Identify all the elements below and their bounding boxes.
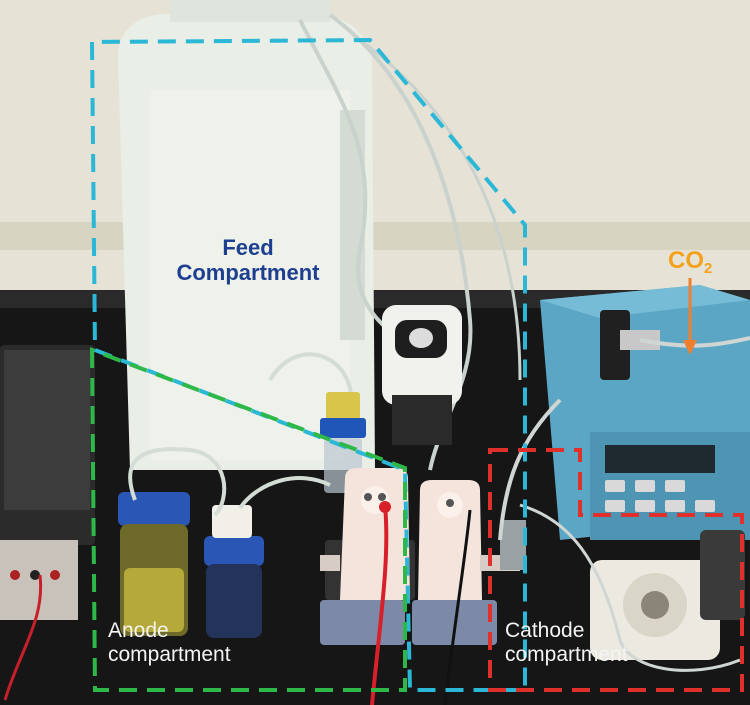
anode-bottle-2 [206, 564, 262, 638]
feed-compartment-outline [89, 37, 527, 692]
shelf-edge [0, 222, 750, 250]
controller-display [605, 445, 715, 473]
cathode-half-cell [418, 480, 482, 600]
feed-label-line2: Compartment [176, 259, 320, 285]
anode-half-cell [340, 468, 410, 600]
cathode-label-line1: Cathode [505, 619, 585, 642]
cathode-label-line2: compartment [505, 642, 628, 666]
valve [326, 392, 360, 422]
gas-line [639, 336, 750, 348]
co2-label-subscript: 2 [704, 260, 713, 277]
cathode-compartment-label: Cathode compartment [505, 619, 628, 666]
feed-compartment-label: Feed Compartment [163, 235, 333, 285]
anode-compartment-outline [89, 347, 407, 692]
red-lead [370, 504, 389, 705]
co2-label-main: CO [668, 247, 704, 274]
stir-plate-left [320, 600, 405, 645]
co2-label: CO2 [668, 247, 713, 278]
anode-bottle-cap [118, 492, 190, 526]
feed-label-line1: Feed [222, 235, 274, 260]
gas-regulator [600, 310, 630, 380]
anode-compartment-label: Anode compartment [108, 619, 231, 666]
wall [0, 0, 750, 300]
anode-bottle-2-cap [204, 536, 264, 566]
cathode-compartment-outline [488, 448, 744, 692]
anode-label-line1: Anode [108, 619, 169, 642]
anode-label-line2: compartment [108, 642, 231, 666]
